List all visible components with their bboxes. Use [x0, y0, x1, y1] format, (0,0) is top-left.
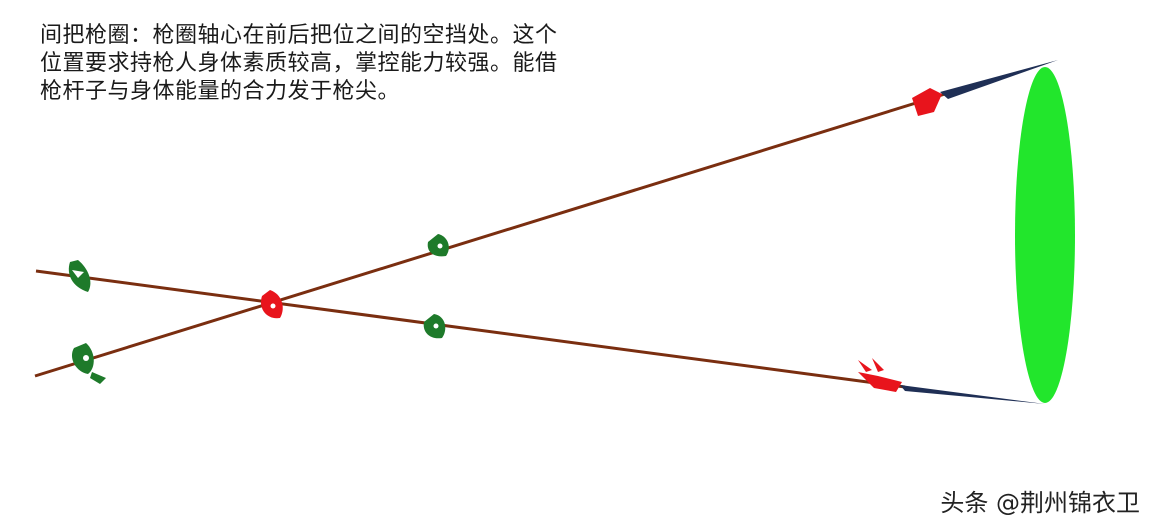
pivot-hand-crossing [260, 290, 283, 319]
lower-spear-shaft [35, 269, 906, 389]
caption-line-1: 间把枪圈：枪圈轴心在前后把位之间的空挡处。这个 [40, 23, 558, 48]
front-hand-lower-spear [858, 358, 902, 392]
rear-hand-upper-spear [71, 343, 106, 384]
caption-line-2: 位置要求持枪人身体素质较高，掌控能力较强。能借 [40, 51, 558, 76]
front-hand-upper-spear [912, 88, 942, 116]
caption-line-3: 枪杆子与身体能量的合力发于枪尖。 [40, 79, 401, 104]
upper-spear-shaft [34, 92, 946, 378]
mid-hand-lower-spear [423, 314, 446, 339]
mid-hand-upper-spear [427, 234, 449, 257]
watermark-label: 头条 @荆州锦衣卫 [940, 489, 1140, 517]
spear-circle-ellipse [1015, 67, 1075, 403]
upper-spear-tip [940, 60, 1058, 99]
lower-spear-tip [900, 385, 1045, 404]
caption-text-block: 间把枪圈：枪圈轴心在前后把位之间的空挡处。这个 位置要求持枪人身体素质较高，掌控… [40, 22, 700, 106]
rear-hand-lower-spear [68, 260, 91, 292]
